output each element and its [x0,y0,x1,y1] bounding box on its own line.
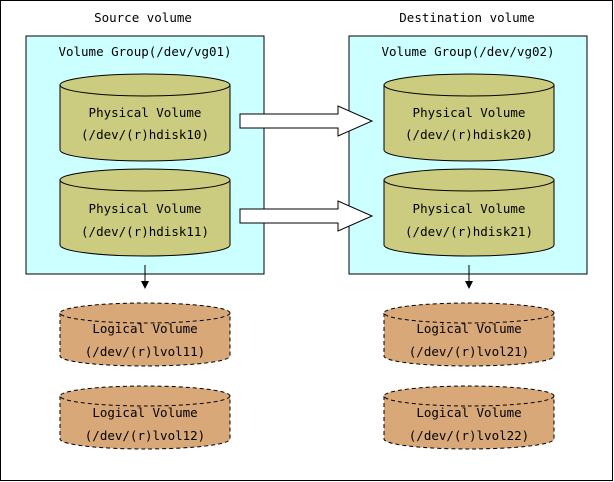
logical-volume-path: (/dev/(r)lvol21) [409,344,529,359]
logical-volume-path: (/dev/(r)lvol22) [409,428,529,443]
source-physical-volume-1: Physical Volume (/dev/(r)hdisk10) [59,73,231,162]
source-down-arrow [141,265,149,289]
logical-volume-path: (/dev/(r)lvol12) [85,428,205,443]
physical-volume-title: Physical Volume [89,105,202,120]
copy-arrow-2 [239,200,374,232]
destination-down-arrow [465,265,473,289]
physical-volume-title: Physical Volume [413,105,526,120]
destination-logical-volume-1: Logical Volume (/dev/(r)lvol21) [383,302,555,367]
logical-volume-path: (/dev/(r)lvol11) [85,344,205,359]
logical-volume-title: Logical Volume [416,405,521,420]
source-volume-group-label: Volume Group(/dev/vg01) [58,44,231,59]
source-heading: Source volume [94,10,192,25]
logical-volume-title: Logical Volume [92,321,197,336]
physical-volume-path: (/dev/(r)hdisk10) [81,127,209,142]
source-logical-volume-2: Logical Volume (/dev/(r)lvol12) [59,385,231,450]
destination-volume-group-label: Volume Group(/dev/vg02) [381,44,554,59]
physical-volume-title: Physical Volume [89,201,202,216]
physical-volume-title: Physical Volume [413,201,526,216]
destination-logical-volume-2: Logical Volume (/dev/(r)lvol22) [383,385,555,450]
physical-volume-path: (/dev/(r)hdisk11) [81,224,209,239]
copy-arrow-1 [239,105,374,137]
source-logical-volume-1: Logical Volume (/dev/(r)lvol11) [59,302,231,367]
logical-volume-title: Logical Volume [92,405,197,420]
destination-physical-volume-2: Physical Volume (/dev/(r)hdisk21) [383,168,555,257]
destination-physical-volume-1: Physical Volume (/dev/(r)hdisk20) [383,73,555,162]
source-physical-volume-2: Physical Volume (/dev/(r)hdisk11) [59,168,231,257]
physical-volume-path: (/dev/(r)hdisk20) [405,127,533,142]
destination-heading: Destination volume [399,10,534,25]
physical-volume-path: (/dev/(r)hdisk21) [405,224,533,239]
logical-volume-title: Logical Volume [416,321,521,336]
